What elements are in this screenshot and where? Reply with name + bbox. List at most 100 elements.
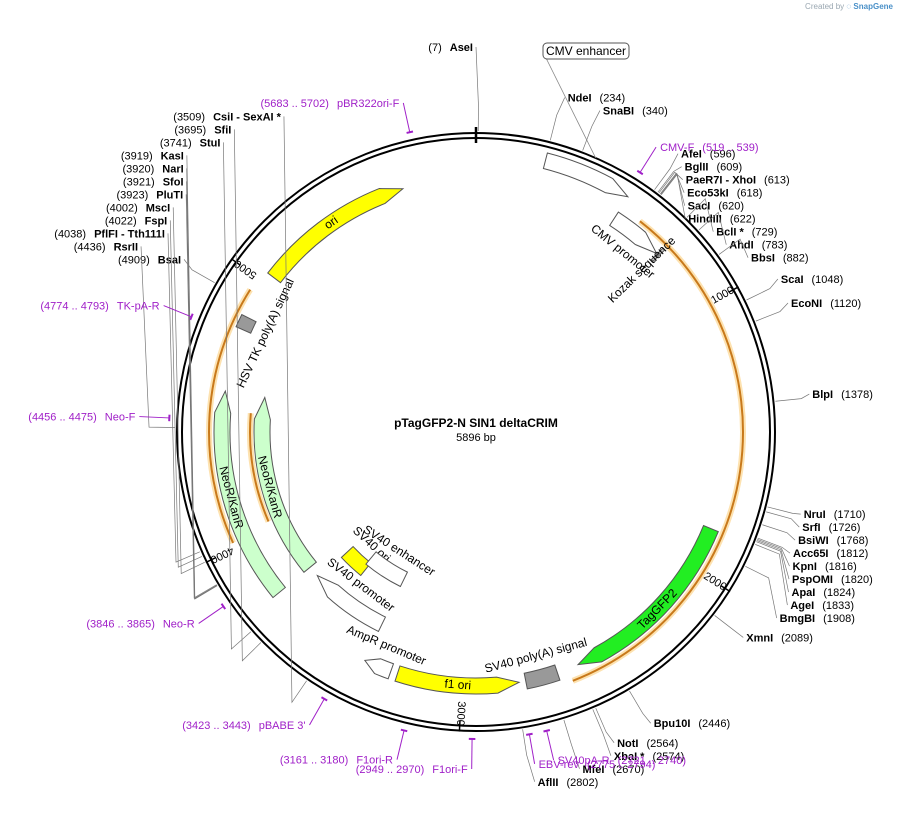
site-leader (140, 246, 176, 428)
site-leader (755, 544, 788, 606)
primer-label: (2949 .. 2970)F1ori-F (356, 764, 468, 776)
site-label: Eco53kI (618) (687, 188, 762, 200)
primer-name: CMV-F (660, 142, 695, 154)
site-position: (729) (752, 227, 778, 239)
plasmid-length: 5896 bp (456, 432, 496, 444)
site-position: (2670) (612, 764, 644, 776)
site-name: FspI (145, 215, 168, 227)
site-name: AseI (450, 42, 473, 54)
site-label: BbsI(882) (751, 253, 809, 265)
site-name: PluTI (156, 189, 183, 201)
site-position: (609) (716, 162, 742, 174)
site-position: (1820) (841, 574, 873, 586)
primer-range: (2775 .. 2794) (587, 759, 656, 771)
site-label: PaeR7I - XhoI(613) (686, 175, 790, 187)
site-leader (233, 129, 262, 662)
site-position: (618) (737, 188, 763, 200)
site-position: (2802) (566, 777, 598, 789)
primer-name: pBR322ori-F (337, 98, 400, 110)
site-leader (657, 166, 682, 193)
site-label: AflII(2802) (538, 777, 599, 789)
site-name: PaeR7I - XhoI (686, 175, 756, 187)
site-leader (654, 153, 679, 190)
site-label: (3921)SfoI (123, 176, 184, 188)
primer-mark (320, 696, 328, 702)
site-name: SacI (688, 201, 711, 213)
feature-label: CMV enhancer (546, 44, 626, 58)
feature-label: ori (322, 213, 341, 232)
primer-name: F1ori-R (356, 755, 393, 767)
site-name: HindIII (688, 214, 722, 226)
primer-name: EBV-rev (539, 759, 580, 771)
site-leader (755, 302, 789, 322)
site-label: (4002)MscI (106, 202, 170, 214)
snapgene-logo-icon: ◌ (846, 2, 852, 11)
site-label: ApaI(1824) (792, 587, 856, 599)
tick-label: 1000 (709, 284, 736, 306)
site-position: (2574) (652, 751, 684, 763)
primer-leader (309, 698, 325, 726)
primer-range: (3161 .. 3180) (280, 755, 349, 767)
primer-range: (3423 .. 3443) (182, 720, 251, 732)
site-label: ScaI(1048) (781, 274, 843, 286)
feature-arrow (213, 389, 287, 599)
site-leader (522, 729, 536, 782)
site-label: BclI *(729) (716, 227, 777, 239)
site-label: KpnI(1816) (793, 561, 857, 573)
site-position: (1726) (829, 522, 861, 534)
site-name: AhdI (729, 240, 753, 252)
primer-mark (400, 728, 408, 733)
site-position: (234) (600, 93, 626, 105)
site-label: Acc65I(1812) (793, 548, 868, 560)
feature-arrow (316, 574, 387, 633)
site-name: EcoNI (791, 298, 822, 310)
primer-label: (5683 .. 5702)pBR322ori-F (260, 98, 399, 110)
site-position: (3920) (122, 163, 154, 175)
site-name: KasI (161, 150, 184, 162)
site-name: PspOMI (792, 574, 833, 586)
feature-label-box (542, 42, 630, 60)
site-position: (3921) (123, 176, 155, 188)
orf-arc (208, 289, 252, 544)
site-name: NruI (804, 509, 826, 521)
primer-name: pBABE 3' (259, 720, 306, 732)
site-label: HindIII(622) (688, 214, 755, 226)
tick-mark (728, 286, 739, 293)
feature-arrow (523, 664, 561, 690)
site-name: XbaI * (614, 751, 645, 763)
site-label: BglII(609) (685, 162, 743, 174)
site-position: (620) (718, 201, 744, 213)
site-leader (745, 565, 777, 619)
site-leader (757, 537, 791, 554)
site-name: SnaBI (603, 106, 634, 118)
feature-arrow (253, 396, 318, 574)
orf-arc (249, 413, 270, 522)
site-label: NruI(1710) (804, 509, 866, 521)
site-leader (746, 278, 779, 301)
site-label: AfeI(596) (681, 149, 735, 161)
site-position: (3695) (174, 124, 206, 136)
site-label: XmnI(2089) (746, 632, 813, 644)
site-position: (1833) (822, 600, 854, 612)
primer-range: (2721 .. 2740) (618, 755, 687, 767)
primer-label: EBV-rev (2775 .. 2794) (539, 759, 656, 771)
primer-label: SV40pA-R(2721 .. 2740) (558, 755, 686, 767)
site-label: (3695)SfiI (174, 124, 231, 136)
site-position: (1120) (830, 298, 861, 310)
credit-brand: SnapGene (853, 2, 893, 11)
site-leader (660, 173, 686, 219)
site-position: (1908) (823, 613, 855, 625)
site-position: (596) (710, 149, 736, 161)
site-position: (340) (642, 106, 668, 118)
primer-mark (220, 603, 227, 610)
site-position: (2089) (781, 632, 813, 644)
site-layer: NdeI(234)SnaBI(340)AfeI(596)BglII(609)Pa… (54, 42, 873, 789)
site-leader (186, 155, 218, 600)
site-name: Acc65I (793, 548, 828, 560)
primer-label: (3161 .. 3180) F1ori-R (280, 755, 393, 767)
site-position: (4038) (54, 228, 86, 240)
primer-mark (406, 130, 414, 134)
site-name: Eco53kI (687, 188, 729, 200)
site-position: (7) (428, 42, 441, 54)
site-leader (686, 198, 714, 232)
